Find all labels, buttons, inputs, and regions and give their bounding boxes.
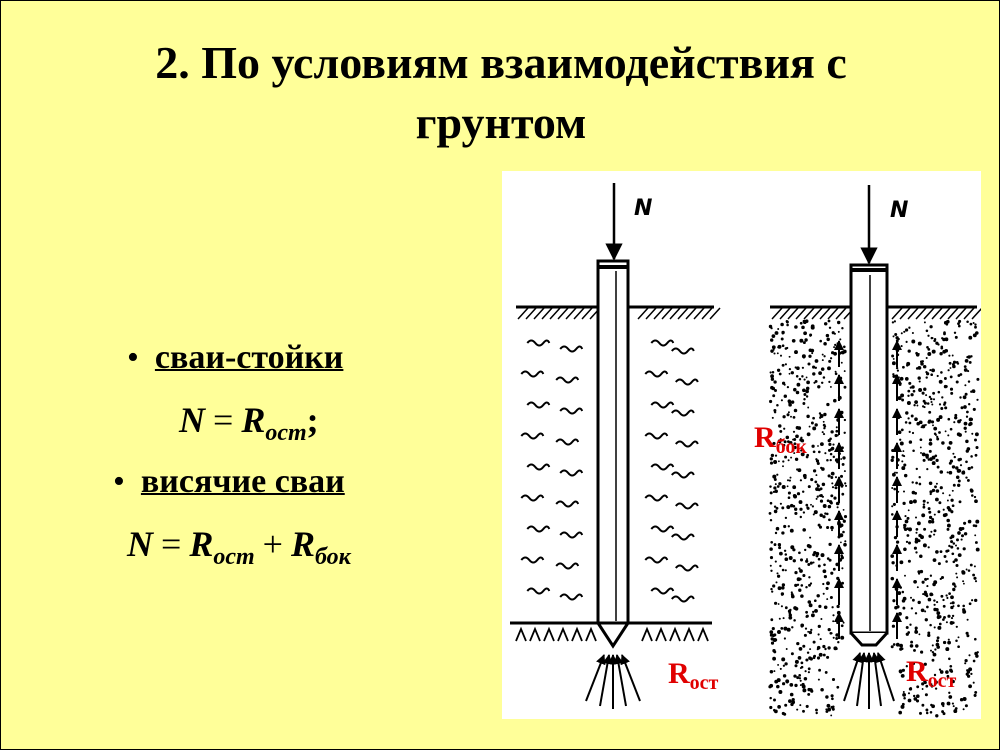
r-ost-right-base: R: [906, 655, 928, 688]
r-ost-left-sub: ост: [689, 672, 719, 694]
r-bok-base: R: [754, 421, 776, 454]
pile-tip-right: [849, 631, 889, 647]
ground-hatching-left: [517, 307, 721, 320]
friction-pile-diagram: N: [768, 185, 981, 718]
soft-soil-marks: [520, 339, 699, 603]
load-label-right: N: [890, 198, 908, 223]
pile-body-right: [849, 263, 889, 635]
formula-equals: =: [213, 400, 234, 440]
formula-end-bearing: N=Rост;: [179, 399, 319, 447]
end-bearing-pile-diagram: N: [510, 183, 721, 709]
r-ost-right-sub: ост: [927, 670, 957, 692]
r-bok-sub: бок: [775, 436, 807, 458]
formula-plus: +: [262, 524, 283, 564]
formula-sub-ost: ост: [265, 420, 307, 446]
bullet-label-end-bearing: сваи-стойки: [154, 339, 344, 376]
formula-r2: R: [290, 524, 315, 564]
bullet-end-bearing-piles: • сваи-стойки: [127, 339, 343, 377]
r-ost-label-left: Rост: [668, 657, 718, 695]
formula-sub-bok: бок: [314, 544, 351, 570]
r-ost-label-right: Rост: [906, 655, 956, 693]
bullet-friction-piles: • висячие сваи: [113, 463, 345, 501]
formula-semicolon: ;: [306, 400, 319, 440]
bullet-marker: •: [127, 339, 139, 376]
rock-layer-marks: [515, 626, 709, 642]
title-line-1: 2. По условиям взаимодействия с: [155, 37, 847, 88]
bullet-marker: •: [113, 463, 125, 500]
pile-tip-left: [596, 622, 630, 649]
formula-lhs: N: [179, 400, 205, 440]
tip-reaction-arrows-right: [843, 652, 895, 709]
load-label-left: N: [634, 196, 652, 221]
pile-figure: N: [502, 171, 981, 719]
slide-title: 2. По условиям взаимодействия с грунтом: [41, 33, 961, 153]
formula-equals: =: [161, 524, 182, 564]
title-line-2: грунтом: [415, 97, 587, 148]
formula-r: R: [241, 400, 266, 440]
r-ost-left-base: R: [668, 657, 690, 690]
formula-sub-ost: ост: [213, 544, 255, 570]
formula-friction: N=Rост+Rбок: [127, 523, 351, 571]
side-friction-arrows: [834, 340, 902, 639]
tip-reaction-arrows-left: [585, 654, 641, 709]
formula-lhs: N: [127, 524, 153, 564]
pile-diagram-svg: N: [510, 183, 981, 718]
formula-r1: R: [189, 524, 214, 564]
r-bok-label: Rбок: [754, 421, 807, 459]
bullet-label-friction: висячие сваи: [140, 463, 345, 500]
pile-body-left: [596, 259, 630, 625]
ground-hatching-right: [771, 307, 981, 320]
